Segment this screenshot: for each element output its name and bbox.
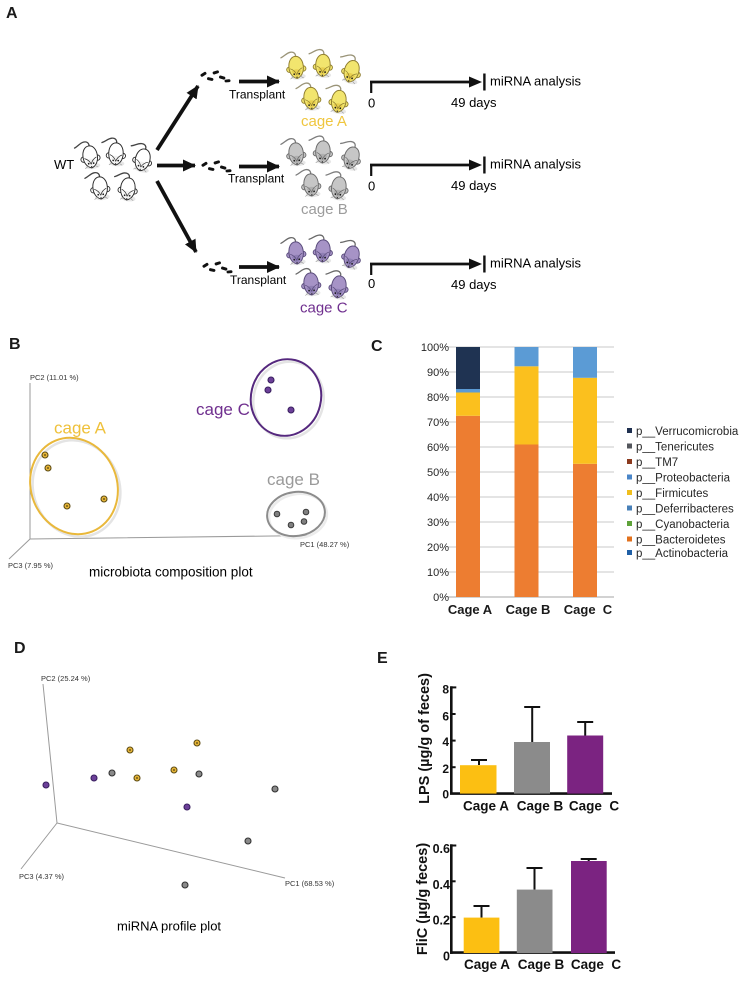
- svg-text:49 days: 49 days: [451, 277, 497, 292]
- svg-text:p__Cyanobacteria: p__Cyanobacteria: [636, 519, 730, 531]
- svg-text:B: B: [9, 336, 21, 353]
- svg-text:Cage B: Cage B: [517, 799, 564, 814]
- svg-text:cage B: cage B: [267, 470, 320, 489]
- svg-text:0: 0: [368, 179, 375, 194]
- svg-text:Cage A: Cage A: [464, 957, 510, 972]
- svg-text:Transplant: Transplant: [229, 88, 286, 102]
- svg-text:miRNA analysis: miRNA analysis: [490, 157, 582, 172]
- svg-text:p__Verrucomicrobia: p__Verrucomicrobia: [636, 426, 739, 438]
- svg-text:8: 8: [442, 683, 449, 697]
- svg-text:miRNA analysis: miRNA analysis: [490, 74, 582, 89]
- svg-text:0.2: 0.2: [433, 913, 450, 927]
- svg-text:Transplant: Transplant: [230, 273, 287, 287]
- svg-text:0: 0: [368, 276, 375, 291]
- svg-text:0: 0: [443, 949, 450, 963]
- svg-text:p__Deferribacteres: p__Deferribacteres: [636, 504, 734, 516]
- svg-text:10%: 10%: [427, 567, 449, 579]
- svg-text:p__Proteobacteria: p__Proteobacteria: [636, 473, 731, 485]
- svg-text:0: 0: [368, 96, 375, 111]
- svg-text:30%: 30%: [427, 517, 449, 529]
- svg-text:60%: 60%: [427, 442, 449, 454]
- svg-text:p__Firmicutes: p__Firmicutes: [636, 488, 708, 500]
- svg-text:90%: 90%: [427, 367, 449, 379]
- svg-text:49 days: 49 days: [451, 95, 497, 110]
- svg-text:cage B: cage B: [301, 201, 348, 218]
- svg-text:miRNA analysis: miRNA analysis: [490, 256, 582, 271]
- svg-text:6: 6: [442, 710, 449, 724]
- svg-text:p__Actinobacteria: p__Actinobacteria: [636, 548, 729, 560]
- svg-text:Cage C: Cage C: [571, 957, 622, 972]
- svg-text:LPS (µg/g of feces): LPS (µg/g of feces): [417, 673, 433, 804]
- svg-text:Cage C: Cage C: [569, 799, 620, 814]
- svg-text:cage C: cage C: [196, 400, 250, 419]
- svg-text:Cage A: Cage A: [463, 799, 509, 814]
- svg-text:PC2 (11.01 %): PC2 (11.01 %): [30, 373, 79, 382]
- svg-text:cage A: cage A: [301, 113, 347, 130]
- svg-text:PC2 (25.24 %): PC2 (25.24 %): [41, 674, 91, 683]
- svg-text:Cage C: Cage C: [564, 602, 613, 617]
- svg-text:80%: 80%: [427, 392, 449, 404]
- svg-text:D: D: [14, 640, 26, 657]
- svg-text:Cage B: Cage B: [518, 957, 565, 972]
- svg-text:0.6: 0.6: [433, 842, 450, 856]
- svg-text:50%: 50%: [427, 467, 449, 479]
- svg-text:Transplant: Transplant: [228, 172, 285, 186]
- svg-text:0.4: 0.4: [433, 878, 450, 892]
- svg-text:C: C: [371, 338, 383, 355]
- svg-text:cage A: cage A: [54, 419, 107, 438]
- svg-text:PC1 (68.53 %): PC1 (68.53 %): [285, 879, 335, 888]
- svg-text:E: E: [377, 650, 388, 667]
- svg-text:microbiota composition plot: microbiota composition plot: [89, 565, 253, 580]
- svg-text:cage C: cage C: [300, 300, 348, 317]
- svg-text:2: 2: [442, 762, 449, 776]
- svg-text:p__Bacteroidetes: p__Bacteroidetes: [636, 535, 726, 547]
- svg-text:0%: 0%: [433, 592, 449, 604]
- svg-text:p__Tenericutes: p__Tenericutes: [636, 442, 714, 454]
- svg-text:49 days: 49 days: [451, 178, 497, 193]
- svg-text:Cage B: Cage B: [506, 602, 551, 617]
- svg-text:20%: 20%: [427, 542, 449, 554]
- svg-text:0: 0: [442, 788, 449, 802]
- svg-text:A: A: [6, 5, 18, 22]
- svg-text:WT: WT: [54, 157, 74, 172]
- svg-text:PC1 (48.27 %): PC1 (48.27 %): [300, 540, 350, 549]
- svg-text:70%: 70%: [427, 417, 449, 429]
- svg-text:PC3 (4.37 %): PC3 (4.37 %): [19, 872, 65, 881]
- svg-text:4: 4: [442, 735, 449, 749]
- svg-text:p__TM7: p__TM7: [636, 457, 678, 469]
- svg-text:PC3 (7.95 %): PC3 (7.95 %): [8, 561, 54, 570]
- svg-text:Cage A: Cage A: [448, 602, 493, 617]
- svg-text:100%: 100%: [421, 342, 449, 354]
- svg-text:miRNA profile plot: miRNA profile plot: [117, 919, 221, 934]
- svg-text:40%: 40%: [427, 492, 449, 504]
- svg-text:FliC (µg/g feces): FliC (µg/g feces): [415, 843, 431, 955]
